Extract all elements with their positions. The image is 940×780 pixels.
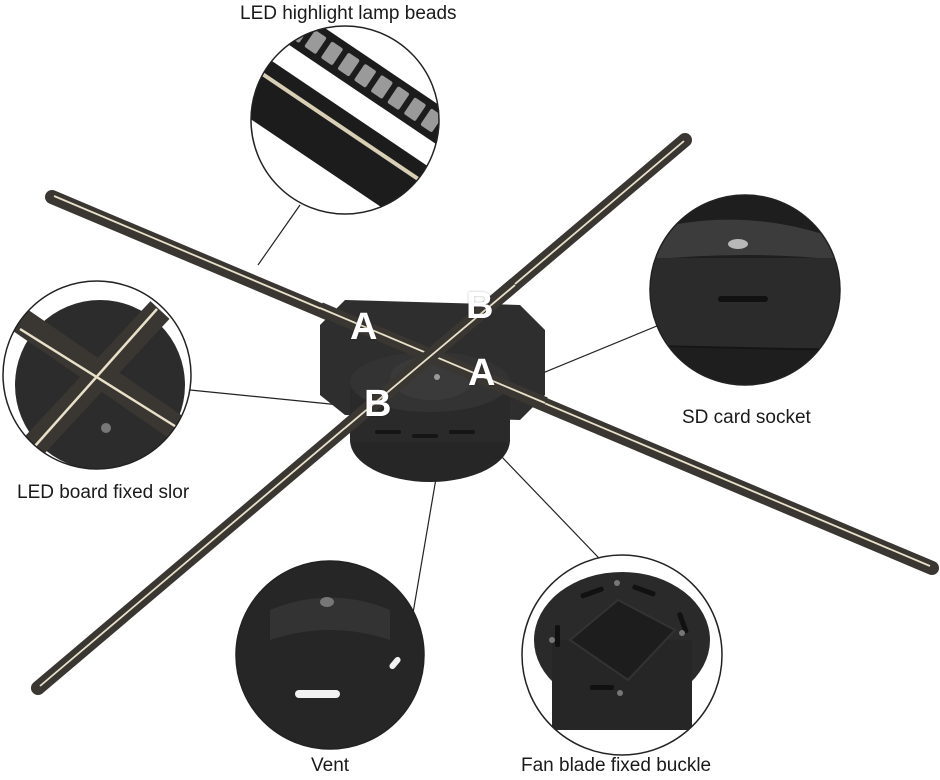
label-led-board-slot: LED board fixed slor	[17, 482, 190, 503]
detail-led-beads	[251, 26, 439, 214]
marker-a-top: A	[350, 306, 378, 348]
label-vent: Vent	[311, 755, 350, 776]
label-led-beads: LED highlight lamp beads	[240, 3, 457, 24]
detail-led-board-slot	[3, 281, 191, 469]
detail-vent	[236, 561, 424, 749]
detail-fan-buckle	[522, 555, 722, 755]
detail-sd-card	[650, 195, 840, 385]
marker-b-left: B	[364, 383, 392, 425]
label-fan-buckle: Fan blade fixed buckle	[521, 755, 712, 776]
label-sd-card: SD card socket	[682, 407, 811, 428]
marker-a-right: A	[468, 352, 496, 394]
marker-b-top: B	[466, 285, 494, 327]
